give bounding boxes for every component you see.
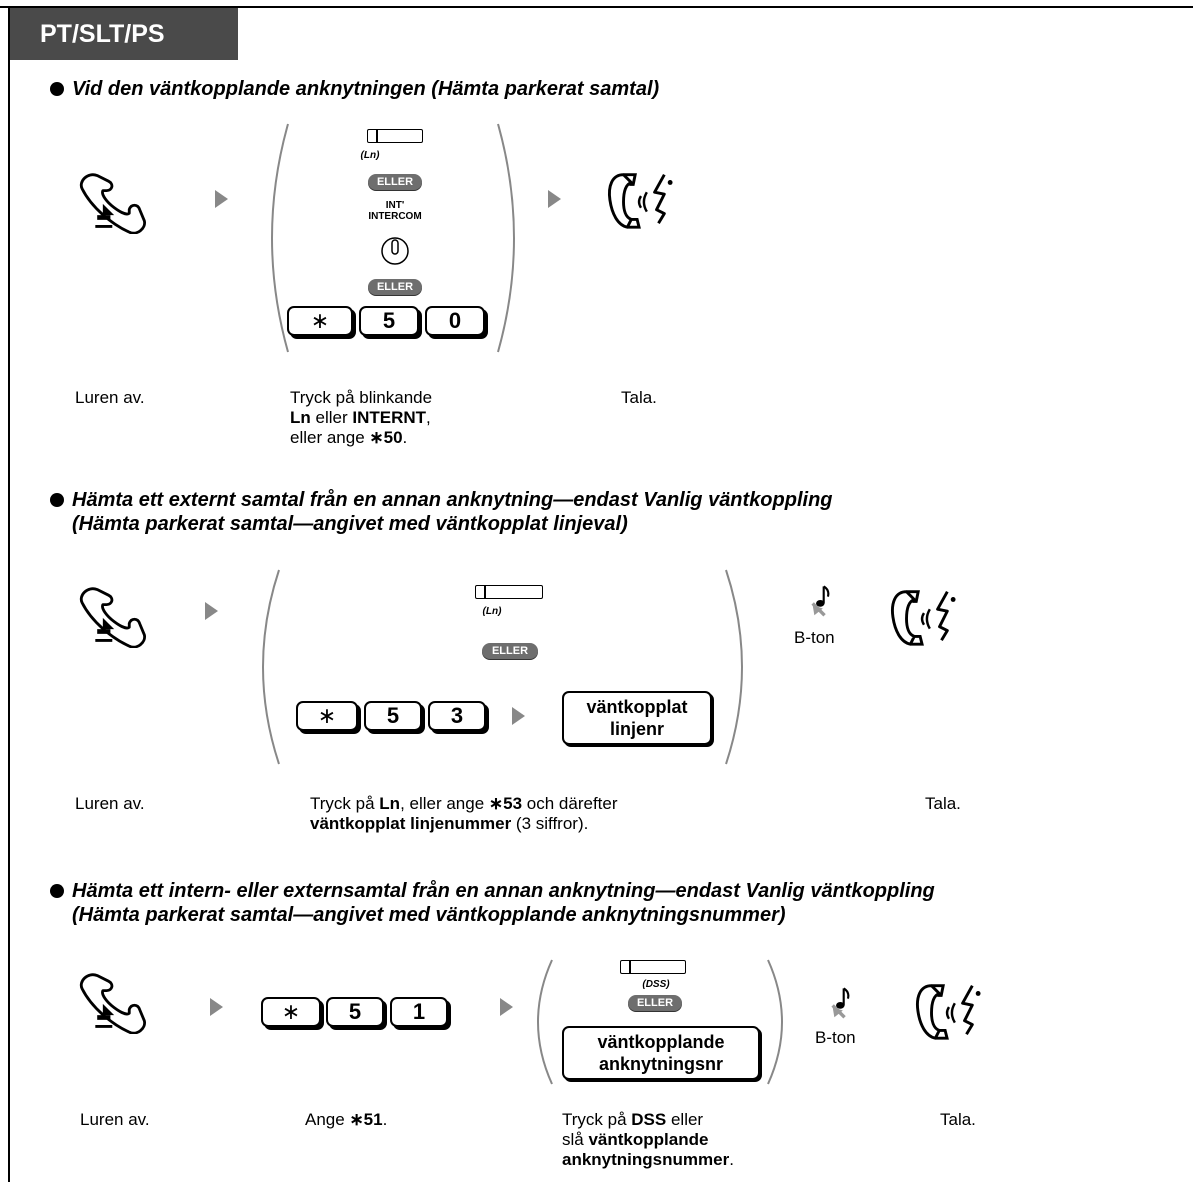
ln-label: (Ln) [360, 150, 380, 161]
caption-line: Ln eller INTERNT, [290, 408, 431, 427]
right-paren [767, 959, 783, 1085]
talk-icon [602, 165, 680, 233]
digit-key-5: 5 [364, 701, 422, 731]
caption-line: Tryck på DSS eller [562, 1110, 704, 1129]
talk-icon [885, 582, 963, 650]
step-arrow [205, 602, 218, 620]
box-line: anknytningsnr [598, 1054, 723, 1074]
caption-line: anknytningsnummer. [562, 1150, 734, 1169]
tone-label: B-ton [815, 1028, 856, 1047]
heading-line: (Hämta parkerat samtal—angivet med väntk… [72, 513, 628, 535]
heading-line: Hämta ett externt samtal från en annan a… [72, 489, 833, 511]
step-arrow [215, 190, 228, 208]
offhook-handset-icon [74, 968, 160, 1034]
heading-line: (Hämta parkerat samtal—angivet med väntk… [72, 904, 786, 926]
section-heading: Vid den väntkopplande anknytningen (Hämt… [72, 78, 660, 100]
caption-talk: Tala. [621, 388, 657, 407]
star-key: ∗ [296, 701, 358, 731]
caption-offhook: Luren av. [75, 794, 145, 813]
digit-key-3: 3 [428, 701, 486, 731]
step-arrow [210, 998, 223, 1016]
caption-line: eller ange ∗50. [290, 428, 408, 447]
bullet [50, 493, 64, 507]
frame-top-border [0, 6, 1193, 8]
offhook-handset-icon [74, 168, 160, 234]
header-tab: PT/SLT/PS [10, 8, 238, 60]
digit-key-5: 5 [326, 997, 384, 1027]
heading-line: Hämta ett intern- eller externsamtal frå… [72, 880, 935, 902]
star-key: ∗ [287, 306, 353, 336]
box-line: väntkopplat [586, 697, 688, 717]
caption-step2: Tryck på blinkande Ln eller INTERNT, ell… [290, 388, 432, 448]
caption-offhook: Luren av. [75, 388, 145, 407]
caption-line: väntkopplat linjenummer (3 siffror). [310, 814, 589, 833]
jog-dial-icon [381, 237, 409, 265]
eller-badge: ELLER [628, 995, 682, 1011]
section-heading: Hämta ett intern- eller externsamtal frå… [72, 879, 935, 927]
step-arrow [548, 190, 561, 208]
right-paren [725, 569, 743, 765]
caption-step3: Tryck på DSS eller slå väntkopplande ank… [562, 1110, 734, 1170]
tone-note-icon [829, 985, 855, 1019]
star-key: ∗ [261, 997, 321, 1027]
caption-talk: Tala. [940, 1110, 976, 1129]
eller-badge: ELLER [368, 279, 422, 295]
dss-label: (DSS) [642, 979, 670, 990]
tone-label: B-ton [794, 628, 835, 647]
digit-key-5: 5 [359, 306, 419, 336]
intercom-text: INTERCOM [368, 211, 422, 222]
section-heading: Hämta ett externt samtal från en annan a… [72, 488, 833, 536]
eller-badge: ELLER [482, 643, 538, 659]
eller-badge: ELLER [368, 174, 422, 190]
bullet [50, 884, 64, 898]
parking-extension-number-box: väntkopplande anknytningsnr [562, 1026, 760, 1080]
talk-icon [910, 976, 988, 1044]
tone-note-icon [809, 583, 835, 617]
frame-left-border [8, 6, 10, 1182]
int-label: INT' [385, 200, 405, 211]
step-arrow [500, 998, 513, 1016]
caption-line: slå väntkopplande [562, 1130, 709, 1149]
left-paren [271, 123, 289, 353]
ln-key-icon [367, 129, 423, 143]
right-paren [497, 123, 515, 353]
caption-step2: Tryck på Ln, eller ange ∗53 och därefter… [310, 794, 618, 834]
digit-key-0: 0 [425, 306, 485, 336]
parked-line-number-box: väntkopplat linjenr [562, 691, 712, 745]
offhook-handset-icon [74, 582, 160, 648]
intercom-label: INT' INTERCOM [350, 200, 440, 222]
caption-talk: Tala. [925, 794, 961, 813]
caption-step2: Ange ∗51. [305, 1110, 388, 1129]
dss-key-icon [620, 960, 686, 974]
step-arrow [512, 707, 525, 725]
digit-key-1: 1 [390, 997, 448, 1027]
left-paren [262, 569, 280, 765]
ln-label: (Ln) [482, 606, 502, 617]
box-line: linjenr [609, 719, 664, 739]
caption-line: Tryck på blinkande [290, 388, 433, 407]
left-paren [537, 959, 553, 1085]
caption-offhook: Luren av. [80, 1110, 150, 1129]
box-line: väntkopplande [597, 1032, 725, 1052]
caption-line: Tryck på Ln, eller ange ∗53 och därefter [310, 794, 618, 813]
ln-key-icon [475, 585, 543, 599]
bullet [50, 82, 64, 96]
